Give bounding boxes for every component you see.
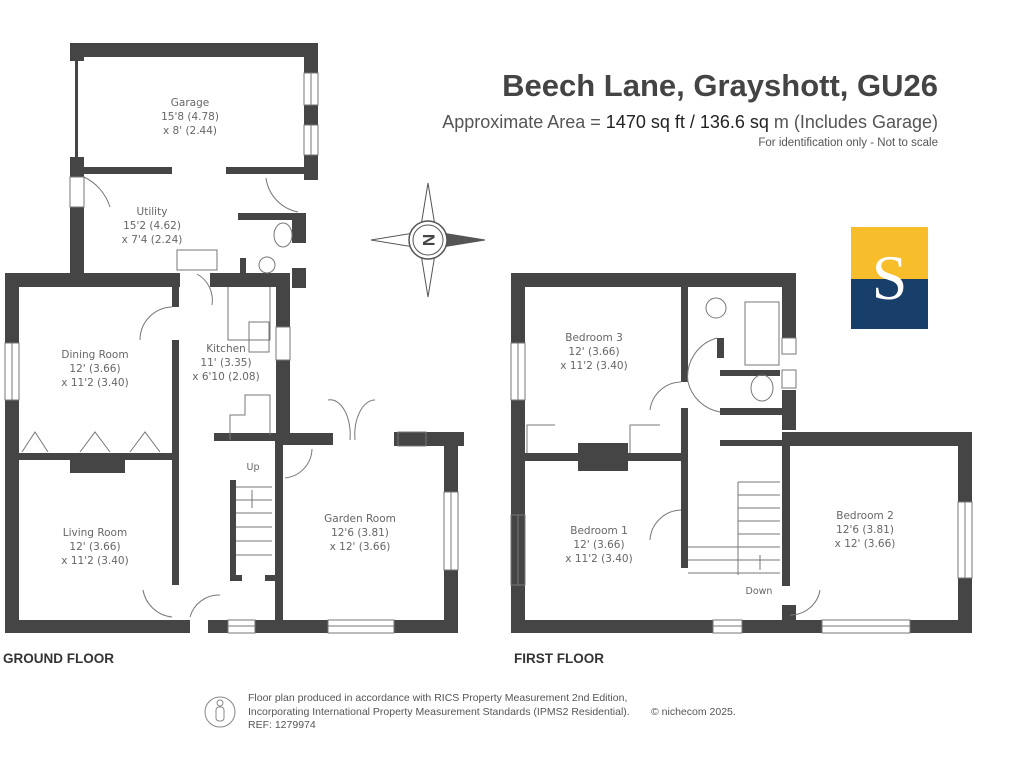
stairs-down-label: Down: [745, 586, 773, 597]
property-title: Beech Lane, Grayshott, GU26: [502, 68, 938, 103]
agent-logo: S: [851, 227, 928, 329]
copyright: © nichecom 2025.: [651, 706, 736, 718]
area-summary: Approximate Area = 1470 sq ft / 136.6 sq…: [442, 112, 938, 133]
ground-floor-fixtures: [4, 72, 459, 634]
area-prefix: Approximate Area =: [442, 112, 606, 132]
compass-rose-icon: [370, 182, 486, 298]
footer-ref: REF: 1279974: [248, 719, 316, 731]
stairs-up-label: Up: [246, 462, 260, 473]
disclaimer: For identification only - Not to scale: [758, 137, 938, 149]
area-suffix: m (Includes Garage): [768, 112, 938, 132]
first-floor-label: FIRST FLOOR: [514, 651, 604, 666]
logo-letter: S: [871, 242, 908, 313]
info-person-icon: [204, 696, 236, 728]
footer-line-1: Floor plan produced in accordance with R…: [248, 692, 628, 704]
footer-line-2: Incorporating International Property Mea…: [248, 705, 630, 718]
first-floor-fixtures: [510, 297, 973, 634]
area-value: 1470 sq ft / 136.6 sq: [605, 112, 769, 132]
footer-notes: Floor plan produced in accordance with R…: [248, 692, 630, 733]
first-floor-walls: [511, 273, 972, 633]
compass-north-letter: N: [419, 233, 438, 247]
ground-floor-walls: [5, 43, 464, 633]
ground-floor-label: GROUND FLOOR: [3, 651, 114, 666]
